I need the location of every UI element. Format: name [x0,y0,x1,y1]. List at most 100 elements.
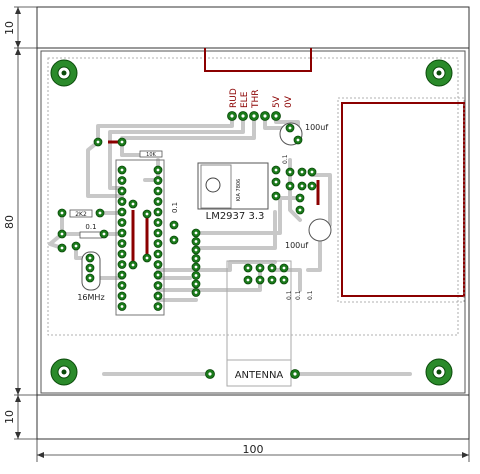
pad-drill [194,240,198,243]
pad-drill [156,242,160,245]
pad-drill [156,294,160,298]
pad-drill [60,232,64,236]
pad-drill [156,263,160,266]
pad-drill [120,284,124,287]
pad-drill [274,180,278,184]
pad-drill [120,273,124,277]
pad-drill [288,170,292,174]
pad-drill [156,189,160,193]
pad-drill [246,266,250,270]
mounting-hole-center [436,369,442,375]
pad-drill [60,211,64,215]
pad-drill [288,126,292,130]
top-connector-outline [204,48,312,72]
pad-drill [288,184,292,188]
pad-drill [293,372,297,376]
antenna-outline [226,260,292,387]
pad-drill [120,252,124,256]
pad-drill [258,278,262,282]
pad-drill [98,211,102,215]
regulator-body-text: KIA 7806 [236,179,242,202]
pad-drill [156,231,160,235]
pad-drill [274,168,278,172]
pad-drill [296,138,300,142]
rf-module-outline [341,102,465,297]
board-outline [36,6,470,440]
resistor-2k2-label: 2K2 [75,211,87,218]
cap-top-label: 100uf [305,123,328,132]
pad-drill [252,114,256,118]
pad-drill [300,184,304,188]
pad-drill [120,168,124,172]
pad-drill [60,246,64,250]
pad-drill [74,244,78,248]
pad-drill [88,276,92,280]
header-label-thr: THR [251,89,261,109]
pad-drill [102,232,106,236]
pad-drill [131,263,135,267]
microcontroller-outline [115,159,165,316]
cap-bottom-label: 100uf [285,241,308,250]
header-label-5v: 5V [272,95,282,108]
header-label-0v: 0V [284,95,294,108]
header-label-rud: RUD [229,88,239,108]
pad-drill [88,266,92,270]
pad-drill [241,114,245,118]
pad-drill [131,202,135,206]
pad-drill [298,196,302,200]
dim-width: 100 [243,443,264,456]
pad-drill [156,273,160,277]
pad-drill [258,266,262,270]
pad-drill [194,291,198,294]
crystal-label: 16MHz [77,293,104,302]
pad-drill [156,168,160,172]
pad-drill [96,140,100,144]
cap-0.1-a: 0.1 [85,223,96,231]
pad-drill [120,200,124,203]
pad-drill [274,114,278,118]
pad-drill [194,248,198,252]
pad-drill [120,231,124,235]
pad-drill [172,238,176,242]
pad-drill [120,140,124,144]
cap-0.1-d: 0.1 [286,290,293,300]
resistor-10k [139,150,163,158]
pad-drill [282,278,286,282]
regulator-label: LM2937 3.3 [206,211,265,222]
pad-drill [208,372,212,376]
pad-drill [120,179,124,182]
dim-height: 80 [3,215,16,229]
resistor-2k2 [69,209,93,218]
pad-drill [282,266,286,270]
pad-drill [120,305,124,308]
mounting-hole-center [61,70,67,76]
pad-drill [172,223,176,227]
header-label-ele: ELE [240,91,250,108]
pad-drill [310,170,314,174]
pad-drill [145,256,149,260]
pad-drill [145,212,149,216]
cap-0.1-e: 0.1 [295,290,302,300]
antenna-label: ANTENNA [235,370,284,381]
pad-drill [156,221,160,224]
mounting-hole-center [61,369,67,375]
cap-0.1-b: 0.1 [171,202,179,213]
pad-drill [120,210,124,214]
pad-drill [263,114,267,118]
pad-drill [120,221,124,224]
pad-drill [194,265,198,269]
pad-drill [120,242,124,245]
pcb-dotted-outline [47,57,459,336]
pads-layer [50,59,453,386]
dim-bottom-margin: 10 [3,410,16,424]
pad-drill [300,170,304,174]
pad-drill [156,252,160,256]
pad-drill [194,257,198,260]
red-jumpers [108,140,320,262]
pad-drill [156,179,160,182]
cap-0.1-f: 0.1 [307,290,314,300]
pad-drill [156,284,160,287]
resistor-10k-label: 10K [146,152,156,158]
